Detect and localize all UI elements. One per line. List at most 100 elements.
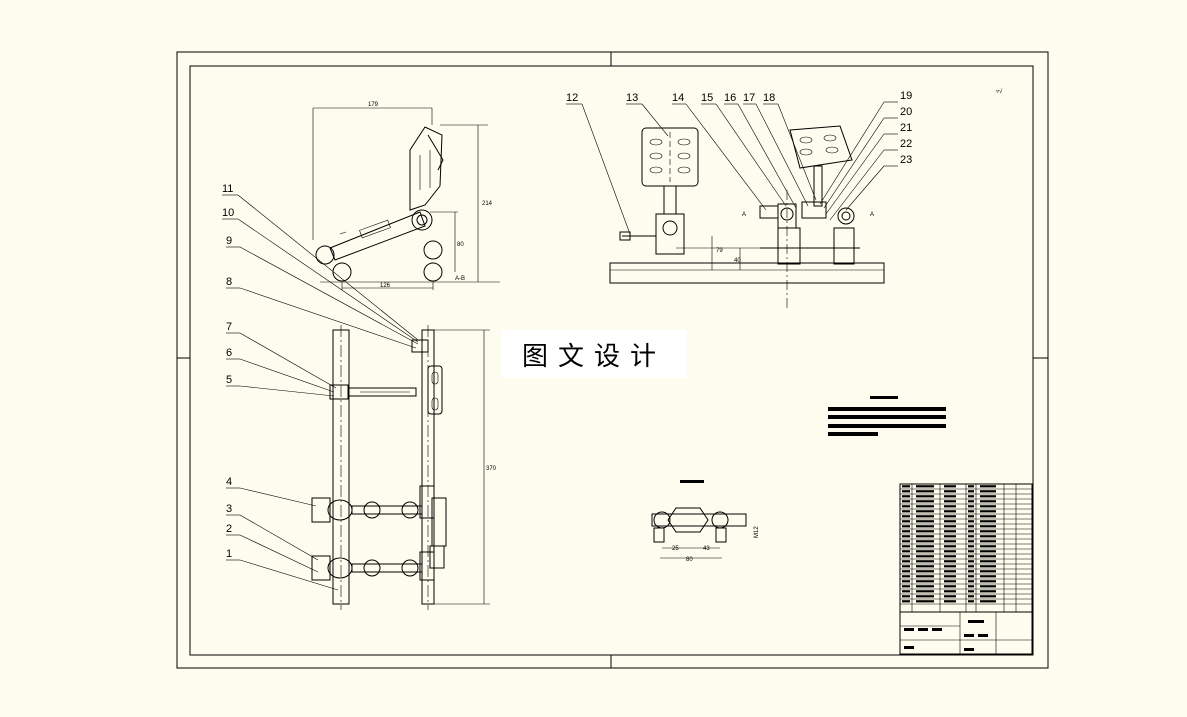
- parts-list-cell: [968, 495, 974, 498]
- parts-list-cell: [944, 575, 956, 578]
- title-block: [899, 611, 1033, 655]
- parts-list-cell: [980, 505, 996, 508]
- parts-list-cell: [980, 525, 996, 528]
- parts-list-cell: [902, 485, 910, 488]
- parts-list-cell: [968, 485, 974, 488]
- technical-requirements: [828, 396, 946, 436]
- parts-list-cell: [902, 505, 910, 508]
- parts-list-cell: [968, 530, 974, 533]
- parts-list-cell: [968, 545, 974, 548]
- dim-thread: M12: [754, 526, 760, 538]
- parts-list-cell: [916, 585, 934, 588]
- parts-list-cell: [980, 520, 996, 523]
- parts-list-cell: [916, 485, 934, 488]
- balloon-17: 17: [743, 92, 755, 104]
- parts-list-cell: [916, 595, 934, 598]
- parts-list-cell: [968, 560, 974, 563]
- parts-list-cell: [902, 595, 910, 598]
- parts-list-cell: [980, 555, 996, 558]
- parts-list-cell: [968, 575, 974, 578]
- dim-front-height: 79: [716, 248, 723, 254]
- parts-list-cell: [944, 520, 956, 523]
- parts-list-cell: [902, 495, 910, 498]
- parts-list-cell: [968, 580, 974, 583]
- parts-list-cell: [980, 490, 996, 493]
- parts-list-cell: [980, 485, 996, 488]
- parts-list-cell: [902, 600, 910, 603]
- parts-list-cell: [980, 600, 996, 603]
- parts-list-cell: [944, 600, 956, 603]
- balloon-15: 15: [701, 92, 713, 104]
- balloon-14: 14: [672, 92, 684, 104]
- section-view: 25 43 80 M12: [651, 480, 760, 563]
- parts-list-cell: [968, 595, 974, 598]
- parts-list-cell: [944, 565, 956, 568]
- parts-list-cell: [944, 560, 956, 563]
- parts-list-cell: [916, 540, 934, 543]
- parts-list-cell: [902, 550, 910, 553]
- parts-list-cell: [980, 500, 996, 503]
- parts-list-cell: [916, 550, 934, 553]
- parts-list-cell: [944, 595, 956, 598]
- parts-list-cell: [944, 485, 956, 488]
- plan-view: 370: [311, 325, 497, 610]
- parts-list-cell: [944, 570, 956, 573]
- parts-list-cell: [980, 585, 996, 588]
- parts-list-cell: [902, 510, 910, 513]
- roughness-symbol: ▿√: [996, 88, 1003, 95]
- parts-list-cell: [968, 540, 974, 543]
- parts-list-cell: [916, 570, 934, 573]
- side-view: 179 214 80 126 A-B: [312, 102, 500, 290]
- parts-list-cell: [980, 510, 996, 513]
- parts-list-cell: [968, 565, 974, 568]
- parts-list-cell: [980, 575, 996, 578]
- parts-list-cell: [944, 515, 956, 518]
- balloon-1: 1: [226, 548, 232, 560]
- parts-list-cell: [902, 525, 910, 528]
- parts-list-cell: [902, 575, 910, 578]
- left-balloons: 11 10 9 8 7 6 5 4 3 2 1: [222, 183, 419, 591]
- balloon-7: 7: [226, 321, 232, 333]
- parts-list-cell: [916, 515, 934, 518]
- parts-list-cell: [968, 535, 974, 538]
- balloon-2: 2: [226, 523, 232, 535]
- parts-list-cell: [916, 500, 934, 503]
- parts-list-cell: [980, 570, 996, 573]
- parts-list-cell: [968, 515, 974, 518]
- parts-list-cell: [916, 590, 934, 593]
- balloon-16: 16: [724, 92, 736, 104]
- parts-list-cell: [968, 550, 974, 553]
- parts-list-cell: [980, 565, 996, 568]
- parts-list-cell: [968, 510, 974, 513]
- parts-list-cell: [916, 545, 934, 548]
- parts-list-cell: [902, 570, 910, 573]
- parts-list-cell: [944, 540, 956, 543]
- parts-list-cell: [980, 590, 996, 593]
- balloon-6: 6: [226, 347, 232, 359]
- parts-list-cell: [902, 590, 910, 593]
- parts-list-cell: [944, 545, 956, 548]
- parts-list-cell: [968, 590, 974, 593]
- dim-pivot-height: 80: [457, 242, 464, 248]
- parts-list-cell: [916, 530, 934, 533]
- parts-list-cell: [944, 530, 956, 533]
- parts-list-cell: [902, 530, 910, 533]
- parts-list-cell: [980, 595, 996, 598]
- parts-list-cell: [980, 550, 996, 553]
- parts-list-cell: [916, 490, 934, 493]
- dim-section-total: 80: [686, 557, 693, 563]
- parts-list-cell: [968, 570, 974, 573]
- balloon-22: 22: [900, 138, 912, 150]
- drawing-frame: ▿√: [176, 51, 1049, 669]
- top-balloons: 12 13 14 15 16 17 18 19 20 21 22 23: [566, 90, 912, 235]
- parts-list-cell: [944, 500, 956, 503]
- parts-list-cell: [968, 600, 974, 603]
- parts-list-cell: [944, 525, 956, 528]
- parts-list-cell: [902, 585, 910, 588]
- parts-list-cell: [916, 510, 934, 513]
- parts-list-cell: [968, 520, 974, 523]
- balloon-8: 8: [226, 276, 232, 288]
- parts-list-cell: [916, 520, 934, 523]
- parts-list-cell: [916, 495, 934, 498]
